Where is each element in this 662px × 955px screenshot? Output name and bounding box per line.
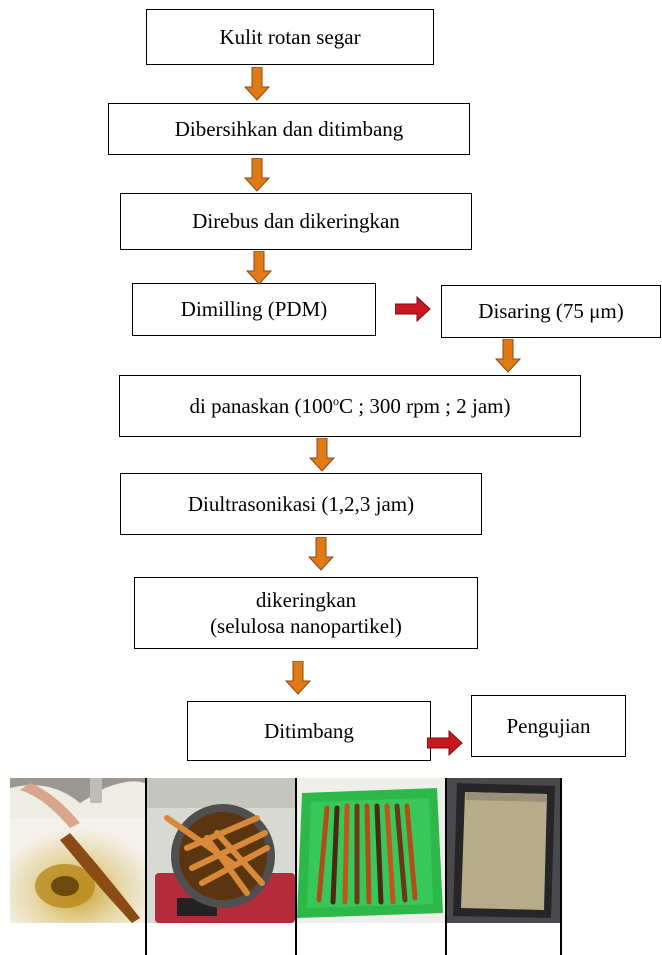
step-label: Dimilling (PDM) xyxy=(180,297,328,322)
down-arrow-7 xyxy=(285,661,311,695)
photo-divider xyxy=(145,778,147,955)
down-arrow-5 xyxy=(309,438,335,472)
down-arrow-4 xyxy=(495,339,521,373)
step-dikeringkan: dikeringkan (selulosa nanopartikel) xyxy=(134,577,478,649)
step-diultrasonikasi: Diultrasonikasi (1,2,3 jam) xyxy=(120,473,482,535)
step-direbus: Direbus dan dikeringkan xyxy=(120,193,472,250)
photo-divider xyxy=(560,778,562,955)
right-arrow-2 xyxy=(427,730,463,756)
step-label-line2: (selulosa nanopartikel) xyxy=(210,614,402,638)
step-label-pre: di panaskan (100 xyxy=(189,393,333,418)
degree-sup: o xyxy=(332,393,339,408)
down-arrow-1 xyxy=(244,67,270,101)
step-label: di panaskan (100oC ; 300 rpm ; 2 jam) xyxy=(190,393,511,419)
drying-tray-photo xyxy=(297,778,445,923)
step-label: Direbus dan dikeringkan xyxy=(192,209,400,234)
step-label: Ditimbang xyxy=(264,718,354,743)
step-dipanaskan: di panaskan (100oC ; 300 rpm ; 2 jam) xyxy=(119,375,581,437)
step-dimilling: Dimilling (PDM) xyxy=(132,283,376,336)
step-disaring: Disaring (75 μm) xyxy=(441,285,661,338)
step-pengujian: Pengujian xyxy=(471,695,626,757)
washing-photo xyxy=(10,778,145,923)
step-label: Kulit rotan segar xyxy=(219,24,361,49)
step-label: Pengujian xyxy=(506,713,591,738)
step-label-post: C ; 300 rpm ; 2 jam) xyxy=(338,393,511,418)
down-arrow-3 xyxy=(246,251,272,285)
powder-tray-photo xyxy=(447,778,560,923)
photo-strip xyxy=(10,778,562,955)
photo-divider xyxy=(445,778,447,955)
step-label-line1: dikeringkan xyxy=(255,587,357,612)
step-dibersihkan: Dibersihkan dan ditimbang xyxy=(108,103,470,155)
step-label: Disaring (75 μm) xyxy=(478,299,624,324)
down-arrow-2 xyxy=(244,158,270,192)
boiling-photo xyxy=(147,778,295,923)
step-label: Diultrasonikasi (1,2,3 jam) xyxy=(187,491,415,516)
step-label: Dibersihkan dan ditimbang xyxy=(174,116,404,141)
step-kulit-rotan-segar: Kulit rotan segar xyxy=(146,9,434,65)
photo-divider xyxy=(295,778,297,955)
right-arrow-1 xyxy=(395,296,431,322)
step-ditimbang: Ditimbang xyxy=(187,701,431,761)
down-arrow-6 xyxy=(308,537,334,571)
